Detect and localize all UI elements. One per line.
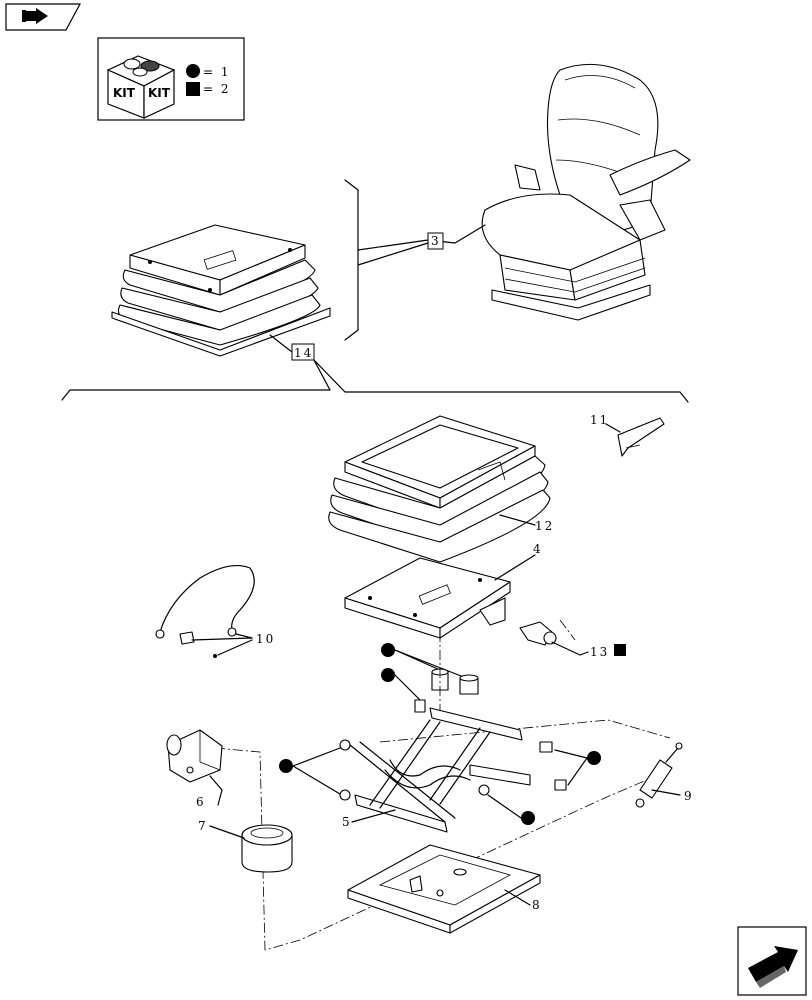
callout-14: 14 [61,334,689,403]
base-plate-drawing [347,844,541,934]
square-symbol [186,82,200,96]
callout-8-label: 8 [532,898,542,912]
kit1-marker [279,759,293,773]
valve-drawing [519,621,557,646]
callout-4-label: 4 [533,542,543,556]
callout-7-label: 7 [198,819,208,833]
lever-drawing [617,417,665,457]
top-nav-button[interactable] [5,3,82,31]
callout-10-label: 10 [256,632,275,646]
kit-label-left: KIT [113,86,136,100]
callout-13-label: 13 [590,645,609,659]
callout-9: 9 [651,789,694,803]
square-legend-value: = 2 [203,82,231,96]
alignment-lines [214,619,671,951]
callout-7: 7 [198,819,245,839]
kit1-marker [381,668,395,682]
callout-12: 12 [499,514,554,533]
kit-label-right: KIT [148,86,171,100]
circle-legend-value: = 1 [203,65,231,79]
callout-3: 3 [344,179,486,341]
kit1-marker [521,811,535,825]
callout-9-label: 9 [684,789,694,803]
scissor-frame-drawing [339,707,567,833]
callout-10: 10 [191,632,275,656]
callout-5-label: 5 [342,815,352,829]
compressor-drawing [166,729,223,783]
callout-3-label: 3 [431,234,441,248]
seat-assembly-drawing [481,63,691,321]
callout-6-label: 6 [196,795,206,809]
next-page-arrow-icon [748,946,798,982]
callout-11: 11 [590,413,621,433]
callout-8: 8 [504,889,542,912]
callout-11-label: 11 [590,413,609,427]
kit-box-icon: KIT KIT [106,55,176,119]
next-page-button[interactable] [737,926,807,996]
kit1-frame-bushings [279,747,601,825]
circle-symbol [186,64,200,78]
top-plate-drawing [344,557,511,639]
shock-absorber-drawing [635,742,683,808]
kit1-marker [381,643,395,657]
kit1-marker [587,751,601,765]
callout-5: 5 [342,809,396,829]
kit1-bushings [381,643,479,713]
callout-13: 13 [551,641,626,659]
callout-12-label: 12 [535,519,554,533]
reservoir-drawing [241,824,293,873]
callout-6: 6 [196,775,223,809]
callout-14-label: 14 [294,346,313,360]
kit-legend: KIT KIT = 1 = 2 [97,37,245,121]
suspension-assembly-drawing [111,224,331,357]
kit2-marker [614,644,626,656]
bellows-drawing [328,415,551,563]
forward-arrow-icon [24,8,48,24]
callout-4: 4 [494,542,543,581]
harness-drawing [155,565,255,658]
